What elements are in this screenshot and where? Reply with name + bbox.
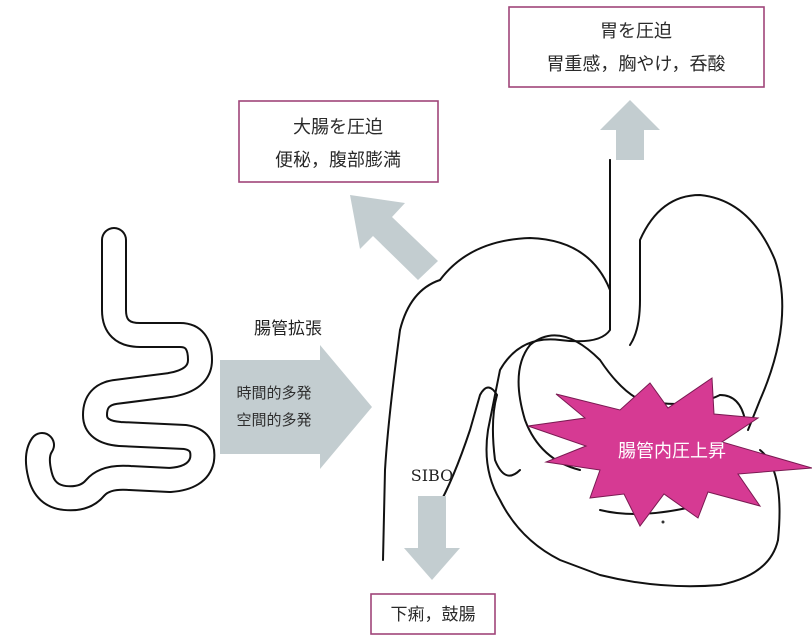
- colon-box-border: [238, 100, 439, 183]
- diagonal-arrow: [350, 195, 438, 280]
- dilation-arrow: 時間的多発 空間的多発: [220, 345, 372, 469]
- dilation-label: 腸管拡張: [254, 319, 322, 339]
- stomach-box-title: 胃を圧迫: [600, 21, 672, 42]
- arrow-text-line2: 空間的多発: [236, 411, 311, 429]
- arrow-text-line1: 時間的多発: [236, 384, 311, 402]
- diarrhea-box: 下痢，鼓腸: [370, 593, 496, 635]
- pressure-label: 腸管内圧上昇: [618, 441, 726, 462]
- up-arrow: [600, 100, 660, 160]
- stomach-box-detail: 胃重感，胸やけ，呑酸: [546, 54, 725, 75]
- colon-box-title: 大腸を圧迫: [293, 117, 383, 138]
- pressure-starburst: 腸管内圧上昇: [527, 377, 812, 527]
- stomach-box-border: [508, 6, 765, 88]
- diarrhea-box-text: 下痢，鼓腸: [391, 605, 476, 625]
- small-intestine: [24, 227, 216, 512]
- right-arrow-shape: [220, 345, 372, 469]
- down-arrow: [404, 496, 460, 580]
- starburst-shape: [527, 377, 812, 527]
- sibo-label: SIBO: [411, 466, 453, 485]
- diarrhea-box-border: [370, 593, 496, 635]
- stomach-compression-box: 胃を圧迫 胃重感，胸やけ，呑酸: [508, 6, 765, 88]
- speck-dot: [661, 520, 665, 524]
- colon-compression-box: 大腸を圧迫 便秘，腹部膨満: [238, 100, 439, 183]
- colon-box-detail: 便秘，腹部膨満: [275, 150, 401, 171]
